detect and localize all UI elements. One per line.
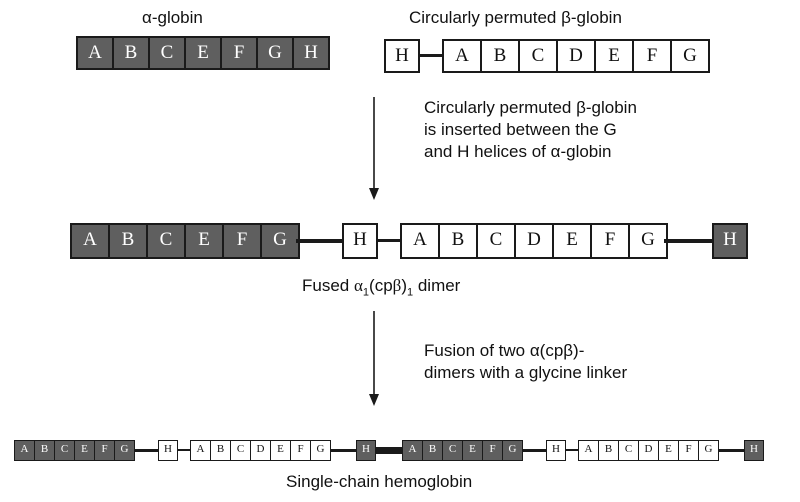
alpha-globin-title: α-globin [142,8,203,27]
fused-dimer-label: Fused α1(cpβ)1 dimer [302,276,460,298]
alpha-helix-box: G [256,36,294,70]
fused-dimer-alpha: α [353,276,363,295]
beta-helix-box: D [556,39,596,73]
alpha-helix-box: B [34,440,55,461]
beta-helix-box: B [598,440,619,461]
alpha-helix-box: C [148,36,186,70]
alpha-helix-box: F [222,223,262,259]
step-2-caption: Fusion of two α(cpβ)- dimers with a glyc… [424,340,627,384]
step-1-caption-line-3: and H helices of α-globin [424,142,612,161]
linker-segment [330,449,356,452]
linker-segment [378,239,400,242]
single-chain-label: Single-chain hemoglobin [286,472,473,491]
alpha-helix-box: A [76,36,114,70]
beta-helix-box: C [476,223,516,259]
beta-helix-box: D [514,223,554,259]
beta-helix-box: F [590,223,630,259]
beta-helix-box: A [190,440,211,461]
alpha-helix-box: C [442,440,463,461]
alpha-helix-box: F [482,440,503,461]
linker-segment [420,54,442,57]
alpha-helix-box: C [146,223,186,259]
linker-segment [664,239,712,243]
alpha-helix-box: F [94,440,115,461]
beta-helix-box: A [400,223,440,259]
alpha-helix-box: G [502,440,523,461]
fused-dimer-text-pre: Fused [302,276,354,295]
beta-helix-box: D [250,440,271,461]
step-2-caption-line-2: dimers with a glycine linker [424,363,628,382]
linker-segment [566,449,578,451]
alpha-helix-box: A [14,440,35,461]
step-1-caption-line-2: is inserted between the G [424,120,617,139]
fused-dimer-sub-2: 1 [406,286,414,299]
linker-segment [178,449,190,451]
linker-segment [134,449,158,452]
arrow-1-head [369,188,379,200]
alpha-helix-box: B [422,440,443,461]
linker-segment [718,449,744,452]
fused-dimer-beta: β [392,276,402,295]
beta-helix-box: C [618,440,639,461]
alpha-helix-box: E [184,223,224,259]
alpha-helix-box: H [292,36,330,70]
step-2-caption-line-1: Fusion of two α(cpβ)- [424,341,585,360]
alpha-helix-box: E [184,36,222,70]
step-1-caption-line-1: Circularly permuted β-globin [424,98,637,117]
beta-helix-box: G [628,223,668,259]
beta-helix-box: B [210,440,231,461]
beta-helix-box: E [594,39,634,73]
alpha-helix-box: G [114,440,135,461]
beta-helix-box: G [698,440,719,461]
beta-helix-box: F [290,440,311,461]
fused-dimer-text-post: dimer [413,276,461,295]
beta-helix-box: E [552,223,592,259]
fused-dimer-close-paren: ) [401,276,407,295]
alpha-helix-box: B [108,223,148,259]
beta-helix-box: H [158,440,178,461]
beta-helix-box: E [658,440,679,461]
alpha-helix-box: A [402,440,423,461]
beta-helix-box: C [230,440,251,461]
step-1-caption: Circularly permuted β-globin is inserted… [424,97,637,163]
beta-helix-box: F [678,440,699,461]
beta-helix-box: F [632,39,672,73]
alpha-helix-box: A [70,223,110,259]
linker-segment [376,447,402,454]
beta-helix-box: A [442,39,482,73]
beta-helix-box: A [578,440,599,461]
alpha-helix-box: H [356,440,376,461]
fused-dimer-text-mid: (cp [369,276,393,295]
beta-helix-box: B [480,39,520,73]
beta-helix-box: B [438,223,478,259]
alpha-helix-box: H [712,223,748,259]
alpha-helix-box: G [260,223,300,259]
fused-dimer-sub-1: 1 [362,286,370,299]
beta-helix-box: E [270,440,291,461]
beta-helix-box: H [342,223,378,259]
beta-helix-box: H [546,440,566,461]
alpha-helix-box: H [744,440,764,461]
beta-helix-box: D [638,440,659,461]
beta-helix-box: G [670,39,710,73]
beta-helix-box: H [384,39,420,73]
linker-segment [522,449,546,452]
linker-segment [296,239,342,243]
alpha-helix-box: E [74,440,95,461]
alpha-helix-box: C [54,440,75,461]
arrow-2-head [369,394,379,406]
alpha-helix-box: B [112,36,150,70]
alpha-helix-box: E [462,440,483,461]
cp-beta-globin-title: Circularly permuted β-globin [409,8,622,27]
beta-helix-box: C [518,39,558,73]
alpha-helix-box: F [220,36,258,70]
beta-helix-box: G [310,440,331,461]
